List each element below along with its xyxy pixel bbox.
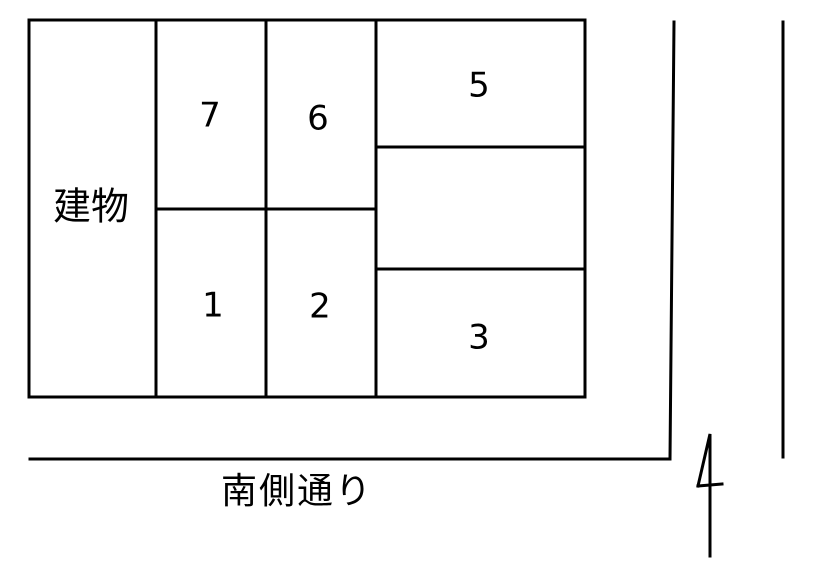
space-label-1: 1 xyxy=(202,286,224,326)
north-arrow-icon xyxy=(696,433,712,558)
parking-space-unlabeled xyxy=(374,145,587,271)
space-label-3: 3 xyxy=(468,318,490,358)
parking-space-3 xyxy=(374,267,587,399)
space-label-6: 6 xyxy=(307,99,329,139)
space-label-5: 5 xyxy=(468,66,490,106)
north-arrow-crossbar xyxy=(696,482,724,488)
building-label: 建物 xyxy=(53,185,129,229)
space-label-2: 2 xyxy=(309,287,331,327)
road-label: 南側通り xyxy=(221,471,373,512)
space-label-7: 7 xyxy=(199,96,221,136)
road-edge-line xyxy=(28,20,676,461)
